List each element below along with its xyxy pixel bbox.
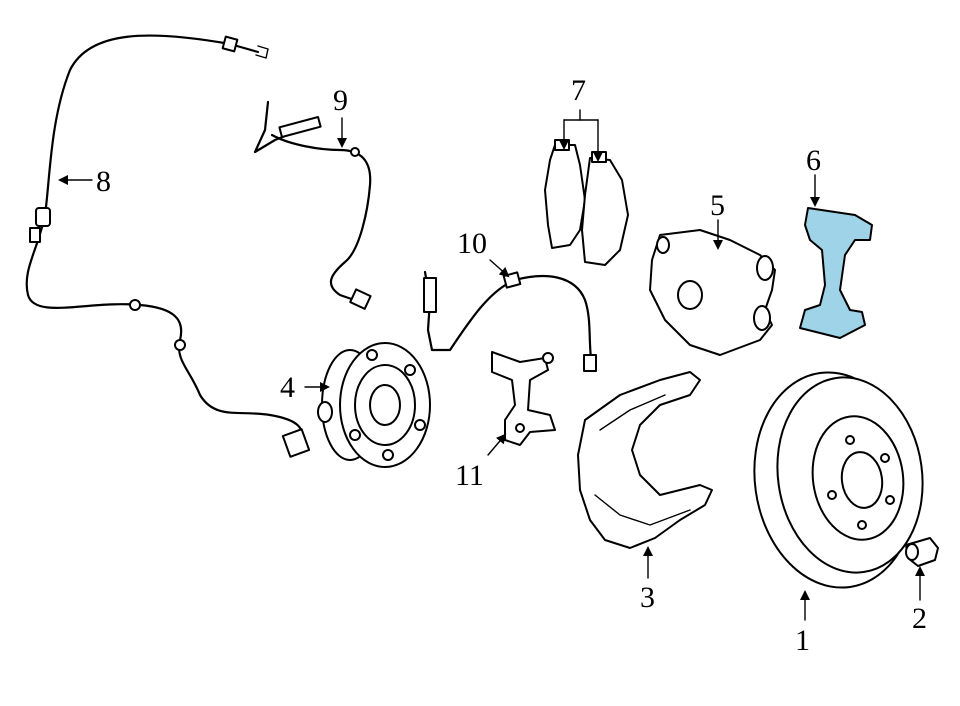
splash-shield[interactable]	[577, 371, 713, 549]
callout-label-1: 1	[795, 624, 810, 657]
callout-label-8: 8	[96, 165, 111, 198]
rotor[interactable]	[741, 362, 935, 598]
callout-label-7: 7	[571, 74, 586, 107]
abs-sensor-harness[interactable]	[25, 34, 311, 458]
pad-wear-sensor[interactable]	[253, 100, 372, 310]
callout-label-11: 11	[455, 459, 484, 492]
hub-bearing[interactable]	[317, 342, 431, 468]
callout-labels: 1 2 3 4 5 6 7 8 9 10 11	[96, 74, 927, 657]
caliper[interactable]	[649, 229, 776, 356]
callout-label-5: 5	[710, 189, 725, 222]
callout-label-2: 2	[912, 602, 927, 635]
callout-label-10: 10	[457, 227, 487, 260]
brake-pads[interactable]	[544, 139, 629, 266]
callout-arrows	[58, 109, 925, 621]
callout-label-3: 3	[640, 581, 655, 614]
callout-label-4: 4	[280, 371, 295, 404]
callout-label-6: 6	[806, 144, 821, 177]
brake-hose[interactable]	[423, 270, 597, 372]
bolt[interactable]	[905, 537, 939, 567]
caliper-bracket[interactable]	[799, 207, 873, 339]
callout-label-9: 9	[333, 84, 348, 117]
hose-bracket[interactable]	[491, 351, 556, 446]
